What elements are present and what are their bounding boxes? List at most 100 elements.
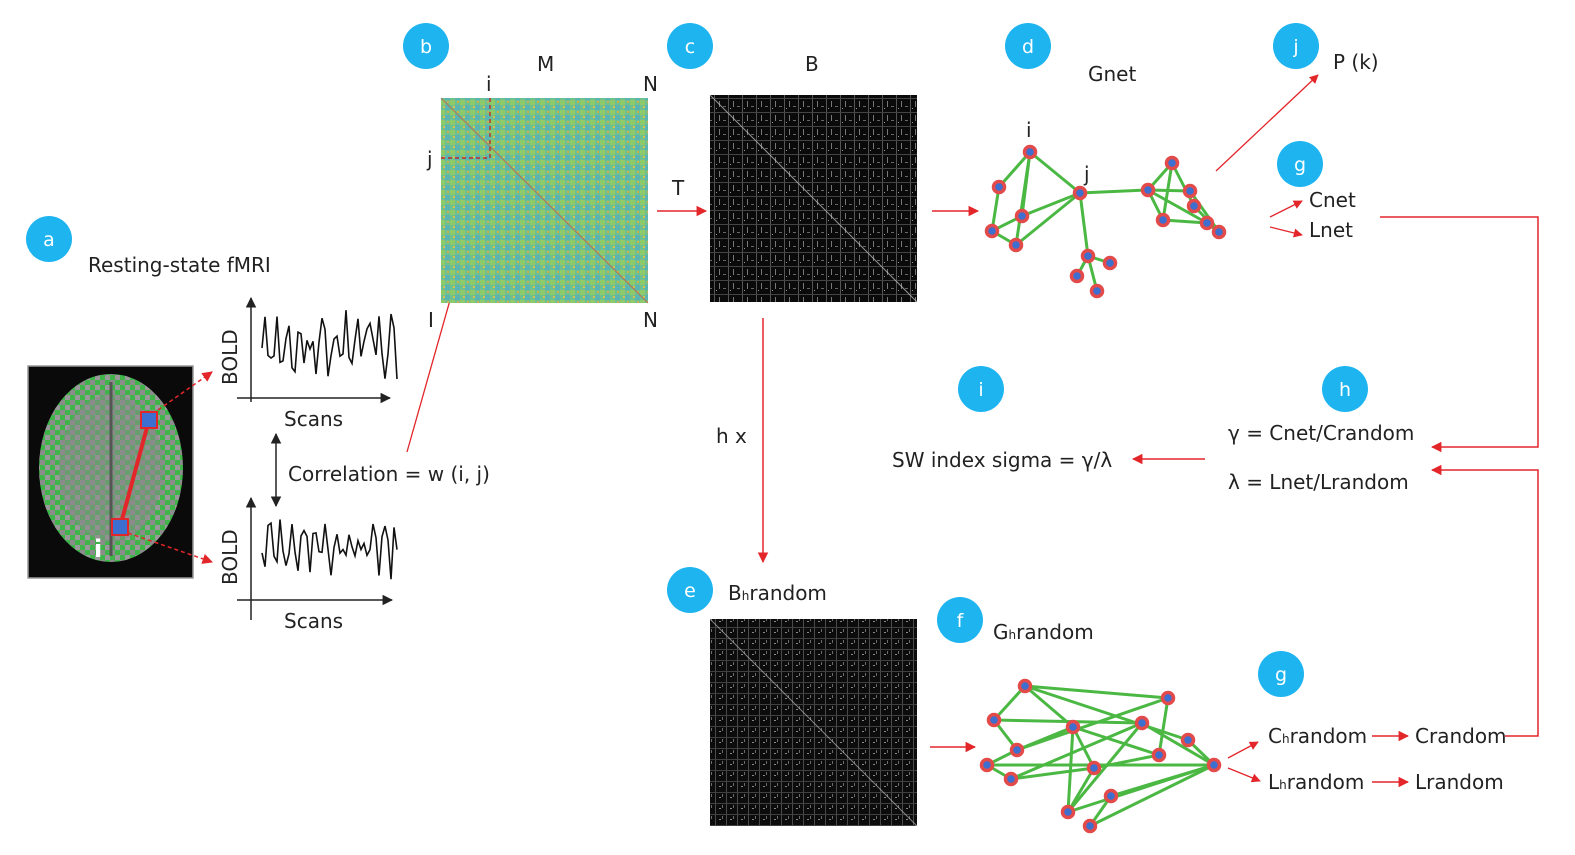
badge-c: c — [667, 23, 713, 69]
random-graph-node — [979, 757, 995, 773]
badge-b: b — [403, 23, 449, 69]
badge-h: h — [1322, 366, 1368, 412]
bold-plot-bottom: BOLD Scans — [218, 496, 398, 633]
random-matrix-b — [709, 618, 918, 827]
badge-letter: i — [978, 379, 983, 401]
random-graph-node — [1060, 804, 1076, 820]
gnet-node — [1089, 283, 1105, 299]
lh-random-arrow — [1227, 767, 1261, 783]
gnet-node — [1102, 255, 1118, 271]
gnet-edge — [1162, 218, 1208, 225]
gnet-node — [984, 223, 1000, 239]
brandom-label: Bhrandom — [728, 581, 827, 605]
gnet-node — [1140, 182, 1156, 198]
badge-j: j — [1273, 23, 1319, 69]
gnet-edge — [1078, 192, 1090, 257]
hx-label: h x — [716, 424, 747, 448]
random-graph-edge — [1072, 725, 1160, 757]
grandom-label: Ghrandom — [993, 620, 1094, 644]
random-graph-node — [1017, 678, 1033, 694]
gnet-edge — [1029, 150, 1081, 195]
bold-plot-top: BOLD Scans — [218, 296, 398, 431]
scans-axis-label-bottom: Scans — [284, 609, 343, 633]
random-graph-edge — [1089, 763, 1215, 828]
random-graph-edge — [1141, 721, 1215, 767]
bold-axis-label-bottom: BOLD — [218, 529, 242, 585]
matrix-col-marker-i: i — [486, 72, 492, 96]
ch-random-label: Chrandom — [1268, 724, 1367, 748]
random-graph-node — [1180, 732, 1196, 748]
random-graph-edge — [1066, 722, 1144, 813]
badge-letter: h — [1339, 379, 1351, 401]
gnet-edge — [1015, 191, 1081, 247]
badge-d: d — [1005, 23, 1051, 69]
cnet-label: Cnet — [1309, 188, 1356, 212]
random-graph-node — [1065, 719, 1081, 735]
random-graph-edge — [1010, 766, 1095, 781]
badge-letter: a — [43, 229, 55, 251]
random-graph-node — [1003, 771, 1019, 787]
net-metrics-connector — [1380, 216, 1539, 453]
gnet-edge — [990, 186, 1001, 232]
random-graph-edge — [1110, 763, 1215, 798]
degree-distribution-arrow — [1215, 74, 1319, 172]
random-graph-edge — [1066, 726, 1075, 813]
lambda-equation: λ = Lnet/Lrandom — [1228, 470, 1409, 494]
random-graph-edge — [1071, 726, 1096, 769]
gnet-node — [1164, 155, 1180, 171]
panel-a-title: Resting-state fMRI — [88, 253, 271, 277]
matrix-row-marker-j: j — [426, 147, 433, 171]
sw-index-label: SW index sigma = γ/λ — [892, 448, 1112, 472]
random-graph — [979, 678, 1222, 834]
badge-letter: e — [684, 580, 696, 602]
random-graph-node — [1134, 715, 1150, 731]
bold-axis-label-top: BOLD — [218, 329, 242, 385]
badge-g-bottom: g — [1258, 651, 1304, 697]
random-graph-edge — [1024, 684, 1189, 742]
gnet-edge — [1161, 162, 1174, 221]
voxel-i — [111, 518, 129, 536]
badge-f: f — [937, 597, 983, 643]
matrix-corner-top-right: N — [643, 72, 658, 96]
badge-letter: g — [1275, 664, 1287, 686]
random-graph-edge — [1010, 721, 1143, 781]
badge-a: a — [26, 216, 72, 262]
brain-scan-image: i — [27, 365, 194, 579]
threshold-label-t: T — [671, 176, 685, 200]
random-graph-node — [1206, 757, 1222, 773]
lnet-arrow — [1269, 226, 1303, 238]
matrix-m-label: M — [537, 52, 554, 76]
badge-i: i — [958, 366, 1004, 412]
gnet-node — [1155, 212, 1171, 228]
gnet-edge — [1021, 191, 1081, 218]
gnet-node-j-label: j — [1083, 162, 1090, 186]
gnet-edge — [1147, 188, 1208, 225]
random-graph-edge — [1016, 696, 1169, 752]
gnet-node — [1069, 268, 1085, 284]
crandom-label: Crandom — [1415, 724, 1507, 748]
gnet-node — [1014, 208, 1030, 224]
binary-matrix-b — [709, 94, 918, 303]
random-graph-node — [1086, 760, 1102, 776]
voxel-i-to-plot-arrow — [127, 532, 213, 564]
correlation-matrix-m — [440, 97, 649, 304]
voxel-connection-line — [118, 419, 151, 528]
random-graph-edge — [992, 684, 1027, 722]
random-graph-edge — [1157, 697, 1170, 756]
lrandom-label: Lrandom — [1415, 770, 1504, 794]
voxel-j — [140, 411, 158, 429]
random-graph-edge — [1024, 684, 1169, 700]
gnet-node — [1072, 185, 1088, 201]
gnet-node — [1080, 248, 1096, 264]
badge-g-top: g — [1277, 141, 1323, 187]
gnet-edge — [1170, 162, 1196, 207]
random-graph-edge — [993, 718, 1143, 725]
random-graph-node — [986, 712, 1002, 728]
badge-letter: f — [957, 610, 965, 632]
badge-letter: c — [685, 36, 695, 58]
gnet-node-i-label: i — [1026, 118, 1032, 142]
gnet-node — [991, 179, 1007, 195]
random-graph-node — [1009, 742, 1025, 758]
